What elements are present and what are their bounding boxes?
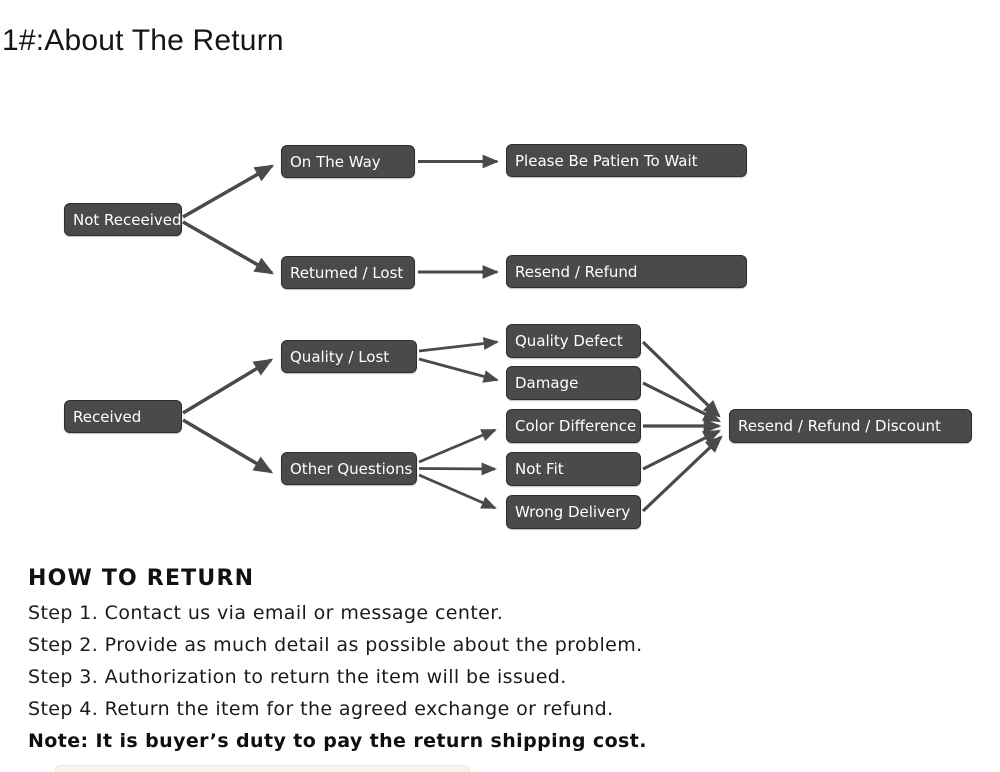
flow-node-returned-lost: Retumed / Lost	[281, 256, 415, 289]
flow-node-resend-refund-discount: Resend / Refund / Discount	[729, 409, 972, 443]
flow-node-received: Received	[64, 400, 182, 433]
flow-node-other-questions: Other Questions	[281, 452, 417, 485]
flow-node-damage: Damage	[506, 366, 641, 400]
flow-node-quality-defect: Quality Defect	[506, 324, 641, 358]
flow-node-not-received: Not Receeived	[64, 203, 182, 236]
flow-node-wrong-delivery: Wrong Delivery	[506, 495, 641, 529]
flow-node-not-fit: Not Fit	[506, 452, 641, 486]
return-step-1: Step 1. Contact us via email or message …	[28, 602, 504, 624]
return-step-4: Step 4. Return the item for the agreed e…	[28, 698, 614, 720]
return-note: Note: It is buyer’s duty to pay the retu…	[28, 730, 647, 752]
page-title: 1#:About The Return	[2, 24, 284, 57]
how-to-return-section: HOW TO RETURN Step 1. Contact us via ema…	[28, 566, 647, 763]
return-step-3: Step 3. Authorization to return the item…	[28, 666, 567, 688]
next-section-partial-box	[55, 765, 470, 772]
flow-node-be-patient: Please Be Patien To Wait	[506, 144, 747, 177]
flow-node-on-the-way: On The Way	[281, 145, 415, 178]
flow-node-quality-lost: Quality / Lost	[281, 340, 417, 373]
flow-node-resend-refund: Resend / Refund	[506, 255, 747, 288]
flow-node-color-difference: Color Difference	[506, 409, 641, 443]
how-to-return-heading: HOW TO RETURN	[28, 566, 255, 591]
return-step-2: Step 2. Provide as much detail as possib…	[28, 634, 643, 656]
